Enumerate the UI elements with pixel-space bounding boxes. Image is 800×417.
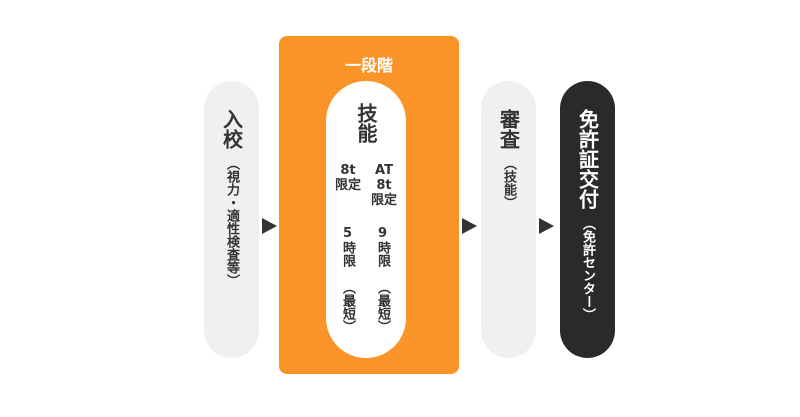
- step-title: 審査: [496, 109, 521, 149]
- step-subtitle: （視力・適性検査等）: [224, 157, 239, 287]
- left-note: （最短）: [340, 281, 355, 333]
- step-title: 免許証交付: [575, 109, 600, 209]
- left-type: 8t 限定: [330, 163, 366, 193]
- step-skills: 技能 8t 限定 AT 8t 限定 5時限 （最短） 9時限 （最短）: [326, 81, 406, 358]
- right-note: （最短）: [375, 281, 390, 333]
- step-license-issuance: 免許証交付 （免許センター）: [560, 81, 615, 358]
- right-hours: 9時限: [375, 226, 390, 267]
- step-enrollment: 入校 （視力・適性検査等）: [204, 81, 259, 358]
- arrow-right-icon: [262, 218, 277, 234]
- stage-title: 一段階: [344, 56, 393, 75]
- type-label: 8t: [340, 163, 356, 178]
- type-label: 限定: [334, 178, 361, 193]
- type-label: 限定: [370, 193, 397, 208]
- right-type: AT 8t 限定: [366, 163, 402, 208]
- step-examination: 審査 （技能）: [481, 81, 536, 358]
- stage-one: 一段階 技能 8t 限定 AT 8t 限定 5時限 （最短） 9時限 （最短）: [279, 36, 459, 374]
- arrow-right-icon: [462, 218, 477, 234]
- left-hours: 5時限: [340, 226, 355, 267]
- type-label: AT: [375, 163, 393, 178]
- step-title: 入校: [219, 109, 244, 149]
- type-label: 8t: [376, 178, 392, 193]
- step-subtitle: （技能）: [501, 157, 516, 209]
- step-subtitle: （免許センター）: [580, 217, 595, 321]
- arrow-right-icon: [539, 218, 554, 234]
- step-title: 技能: [354, 103, 378, 143]
